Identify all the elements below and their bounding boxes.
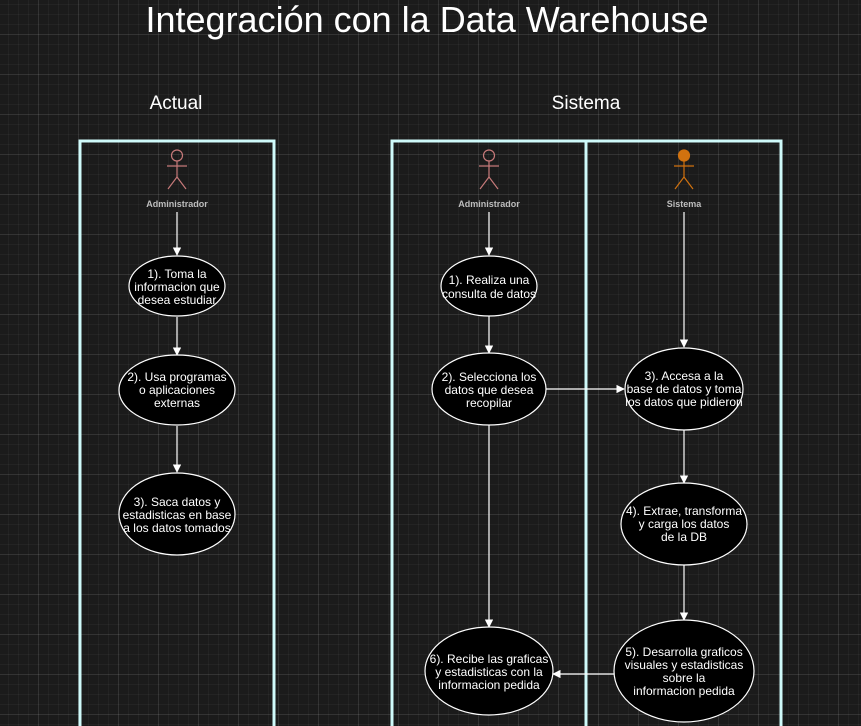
stick-figure-icon [167,149,187,190]
node-text-line: de la DB [661,530,707,544]
stick-figure-icon [674,149,694,190]
node-text-line: estadisticas en base [123,508,232,522]
node-text-line: 6). Recibe las graficas [430,652,549,666]
node-text-line: y carga los datos [639,517,730,531]
node-desarrolla-graficos[interactable] [613,619,755,723]
node-text-line: y estadisticas con la [435,665,543,679]
actor-administrador-actual[interactable] [167,149,187,190]
actor-sistema[interactable] [674,149,694,190]
node-extrae-transforma[interactable] [620,482,748,566]
node-text-line: los datos que pidieron [625,395,742,409]
node-recibe-graficas[interactable] [424,626,554,716]
stick-figure-icon [479,149,499,190]
lane-actual[interactable] [78,139,276,726]
node-text-line: 5). Desarrolla graficos [625,645,742,659]
node-text-line: 1). Realiza una [449,273,530,287]
node-realiza-consulta[interactable] [440,255,538,317]
node-text-line: o aplicaciones [139,383,215,397]
actor-label: Administrador [146,199,208,209]
node-text-line: 3). Accesa a la [645,369,724,383]
lane-label-actual: Actual [150,93,203,114]
node-text-line: recopilar [466,396,512,410]
actor-label: Sistema [667,199,703,209]
node-text-line: informacion pedida [438,678,540,692]
node-text-line: 1). Toma la [147,267,206,281]
node-toma-informacion[interactable] [128,255,226,317]
page-title: Integración con la Data Warehouse [146,0,709,40]
node-usa-programas[interactable] [118,354,236,426]
node-text-line: desea estudiar [138,293,217,307]
node-text-line: visuales y estadisticas [625,658,744,672]
node-text-line: datos que desea [445,383,534,397]
node-text-line: base de datos y toma [627,382,742,396]
node-text-line: informacion pedida [633,684,735,698]
node-text-line: 2). Usa programas [127,370,226,384]
node-accesa-base[interactable] [624,347,744,431]
node-selecciona-datos[interactable] [431,352,547,426]
node-text-line: consulta de datos [442,287,536,301]
node-text-line: 4). Extrae, transforma [626,504,742,518]
actor-label: Administrador [458,199,520,209]
actor-administrador-sistema[interactable] [479,149,499,190]
node-text-line: externas [154,396,200,410]
node-text-line: a los datos tomados [123,521,230,535]
node-text-line: 3). Saca datos y [134,495,221,509]
node-text-line: sobre la [663,671,706,685]
lane-sistema-system[interactable] [584,139,783,726]
lane-label-sistema: Sistema [552,93,621,114]
node-text-line: 2). Selecciona los [442,370,537,384]
node-text-line: informacion que [134,280,220,294]
node-saca-datos[interactable] [118,472,236,556]
